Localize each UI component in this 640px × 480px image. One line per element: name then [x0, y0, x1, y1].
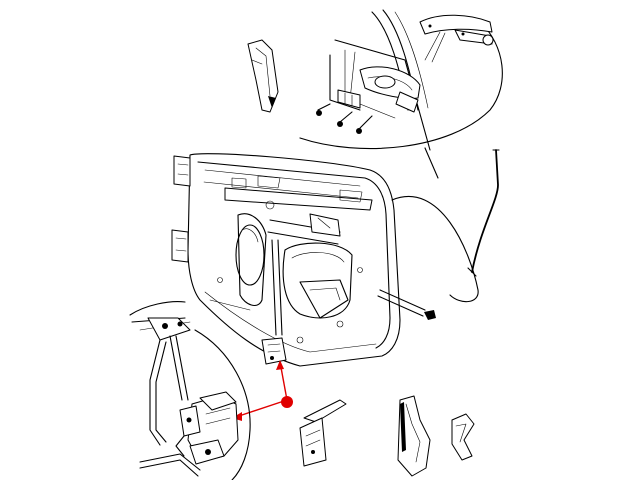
exterior-handle — [359, 66, 421, 113]
bezel-cover-icon — [247, 39, 279, 113]
shield-plate-icon — [299, 399, 347, 467]
door-handle-icon — [419, 14, 494, 46]
rod-icon — [467, 149, 500, 277]
handle-detail-view — [299, 9, 503, 179]
latch-mounted — [261, 337, 287, 365]
latch-callout — [232, 360, 293, 421]
clip-icon — [451, 413, 475, 461]
screw-icon — [316, 103, 373, 134]
door-inner-panel — [171, 153, 436, 367]
seal-icon — [397, 395, 431, 477]
callout-dot — [281, 396, 293, 408]
latch-icon — [175, 391, 239, 465]
latch-detail-view — [129, 301, 251, 480]
